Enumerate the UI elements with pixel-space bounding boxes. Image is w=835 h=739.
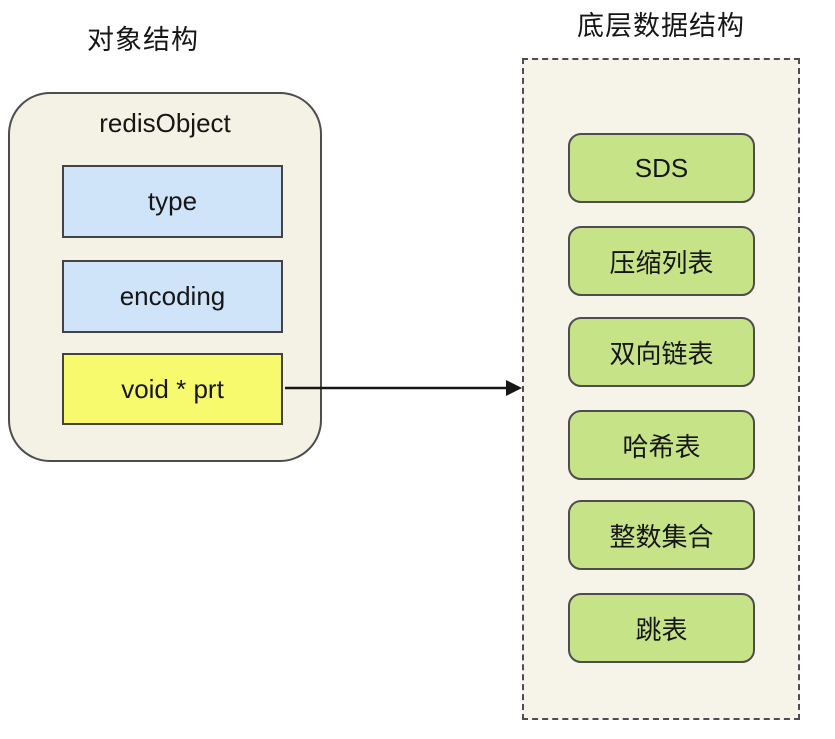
field-void-ptr: void * prt — [62, 353, 283, 425]
box-hash-table: 哈希表 — [568, 410, 755, 480]
redis-object-label: redisObject — [99, 108, 231, 138]
left-section-title: 对象结构 — [87, 25, 199, 55]
box-doubly-linked-list: 双向链表 — [568, 317, 755, 387]
box-skiplist: 跳表 — [568, 593, 755, 663]
box-sds: SDS — [568, 133, 755, 203]
right-section-title: 底层数据结构 — [577, 11, 745, 41]
box-ziplist: 压缩列表 — [568, 226, 755, 296]
field-encoding: encoding — [62, 260, 283, 333]
field-type: type — [62, 165, 283, 238]
redis-object-container: redisObject type encoding void * prt — [8, 92, 322, 462]
box-intset: 整数集合 — [568, 500, 755, 570]
data-structure-panel: SDS 压缩列表 双向链表 哈希表 整数集合 跳表 — [522, 58, 800, 720]
